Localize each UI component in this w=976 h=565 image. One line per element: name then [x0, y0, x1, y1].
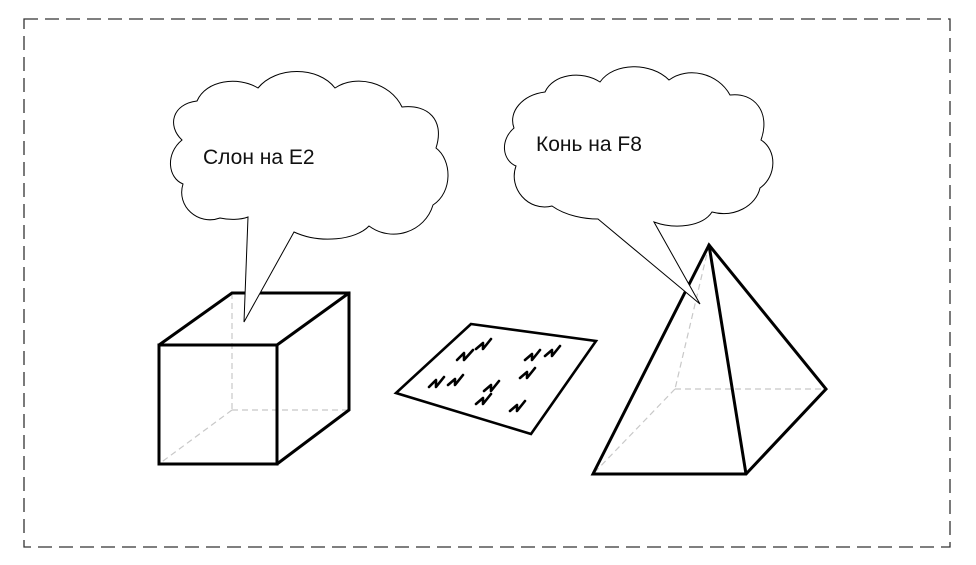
- speech-bubble-left: Слон на E2: [170, 71, 449, 323]
- cube-front-face: [157, 343, 279, 466]
- bubble-right-text: Конь на F8: [536, 133, 642, 156]
- paper-outline: [393, 322, 599, 436]
- cube-top-edge: [275, 291, 351, 347]
- scribble-8: [474, 392, 493, 406]
- paper-sheet: [393, 322, 599, 436]
- scribble-9: [482, 379, 501, 393]
- cloud-shape-right: [504, 66, 774, 305]
- cloud-shape-left: [170, 71, 449, 323]
- dashed-frame: [23, 18, 951, 548]
- scribble-7: [518, 366, 537, 380]
- pyramid-hidden-edge-apex: [674, 244, 710, 390]
- scribble-6: [543, 344, 562, 358]
- paper-scribbles: [427, 337, 562, 413]
- cube-back-edges: [157, 291, 351, 466]
- scribble-2: [474, 337, 493, 351]
- scribble-1: [455, 348, 475, 362]
- scribble-5: [523, 348, 542, 362]
- speech-bubble-right: Конь на F8: [504, 66, 774, 305]
- pyramid-front-edge: [707, 243, 748, 476]
- cube: [157, 291, 351, 466]
- scribble-4: [446, 373, 465, 387]
- pyramid-hidden-edge-left: [592, 388, 676, 475]
- bubble-left-text: Слон на E2: [203, 146, 315, 169]
- scribble-10: [508, 399, 527, 413]
- pyramid: [590, 242, 828, 476]
- scribble-3: [427, 375, 446, 389]
- cube-hidden-edge-depth: [158, 409, 233, 465]
- pyramid-outline: [590, 242, 828, 476]
